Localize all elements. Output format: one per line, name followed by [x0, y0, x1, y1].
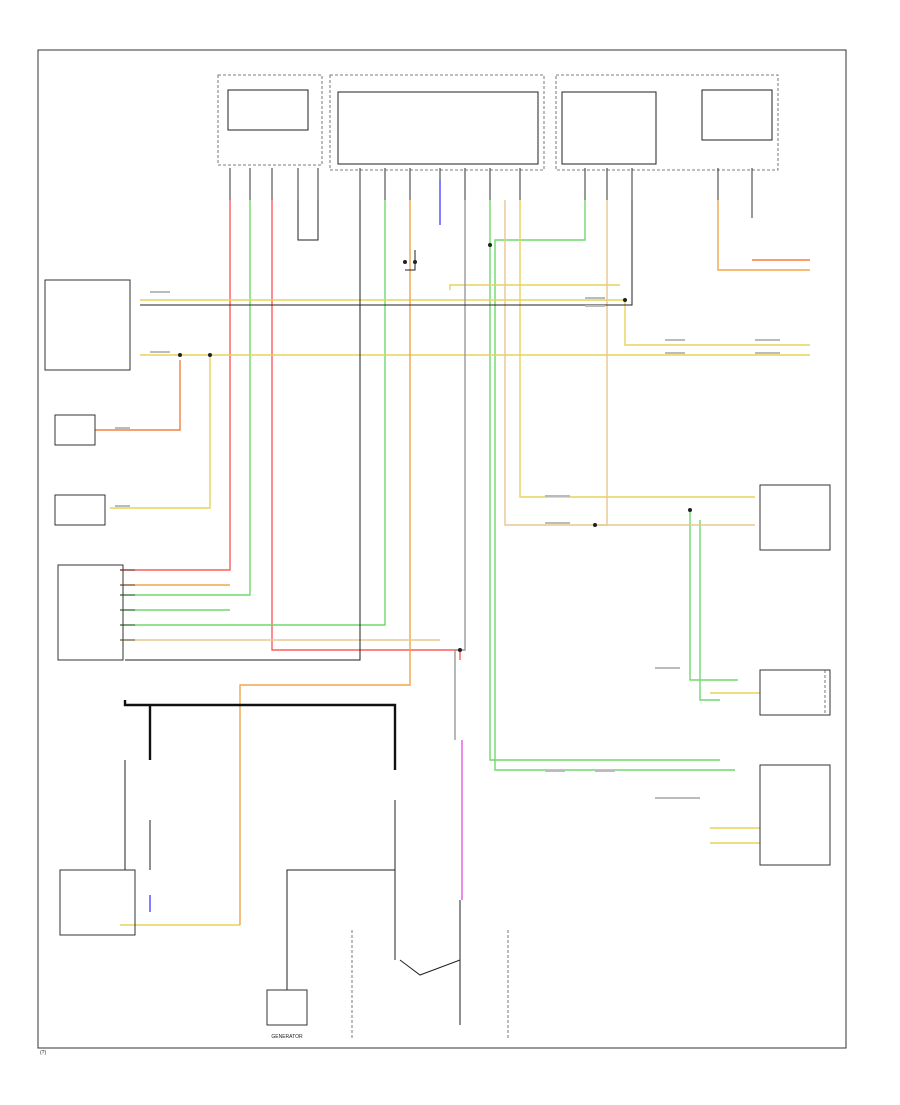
wire-yellow-4	[110, 355, 211, 509]
wire-yellow-1	[519, 200, 755, 498]
right-electronics-module	[561, 91, 657, 165]
wire-orange-5	[95, 360, 181, 431]
wire-yellow-5	[449, 284, 620, 290]
wire-black-4	[140, 200, 633, 306]
wire-code-marks	[115, 291, 780, 799]
wire-green-1	[120, 200, 251, 596]
left-top-module	[217, 74, 323, 166]
driver-seat-sensor	[54, 414, 96, 446]
left-relay-component	[44, 279, 131, 371]
central-junction-box	[329, 74, 545, 171]
top-connector-pins	[229, 168, 753, 218]
wire-green-5	[689, 510, 738, 681]
engine-control-module	[57, 564, 124, 661]
wire-green-6	[699, 520, 720, 701]
generator-label: GENERATOR	[271, 1034, 303, 1040]
relay-block-left	[227, 89, 309, 131]
generator	[266, 989, 308, 1026]
engine-module-pins	[120, 569, 135, 641]
steering-column-module	[759, 484, 831, 551]
ground-bus	[123, 700, 397, 770]
instrument-cluster	[759, 669, 831, 716]
wire-green-2	[120, 200, 386, 626]
wire-yellow-2	[140, 299, 810, 346]
wire-black-2	[297, 200, 319, 241]
wire-red-2	[271, 200, 461, 660]
right-relay-box	[701, 89, 773, 141]
right-top-module	[555, 74, 779, 171]
battery-sensor	[59, 869, 136, 936]
wire-orange-1	[239, 200, 411, 925]
diagram-border	[37, 49, 847, 1049]
wire-green-3	[494, 200, 735, 771]
wire-beige-1	[504, 200, 608, 526]
wire-black-3	[405, 250, 416, 271]
wire-black-8	[286, 869, 395, 990]
passenger-seat-sensor	[54, 494, 106, 526]
wire-orange-2	[717, 200, 810, 271]
wire-green-4	[489, 200, 720, 761]
splice-points	[178, 243, 692, 652]
wire-black-1	[125, 200, 361, 661]
wire-red-1	[120, 200, 231, 571]
transmission-module	[759, 764, 831, 866]
central-electronics-module	[337, 91, 539, 165]
switch-contact	[399, 959, 461, 976]
footer-code: (?)	[40, 1050, 46, 1056]
